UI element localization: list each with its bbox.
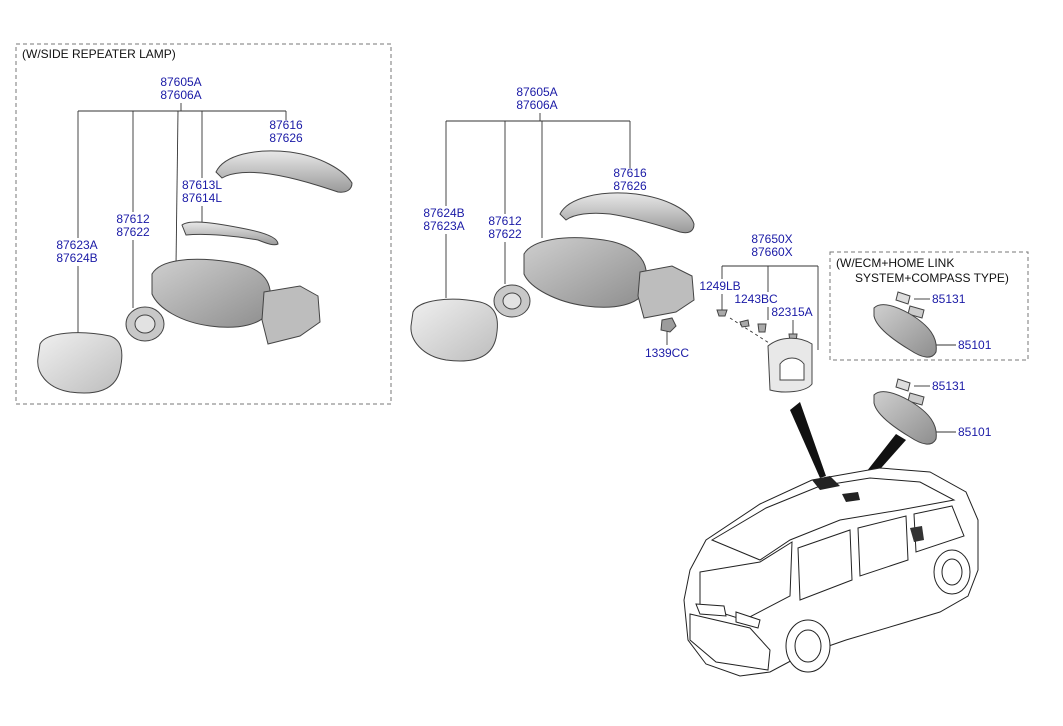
clip-label: 82315A xyxy=(771,305,812,319)
mid-glass-label-2: 87623A xyxy=(423,219,464,233)
ecm-note-line2: SYSTEM+COMPASS TYPE) xyxy=(855,271,1009,285)
left-lamp-label-1: 87613L xyxy=(182,178,222,192)
mid-mirror-glass xyxy=(410,298,498,362)
ecm-box xyxy=(829,251,1029,361)
std-mirror-label: 85101 xyxy=(958,425,992,439)
std-cover-label: 85131 xyxy=(932,379,966,393)
left-actuator-label-1: 87612 xyxy=(116,212,150,226)
left-cover-label-1: 87616 xyxy=(269,118,303,132)
mid-mirror-cover xyxy=(559,192,695,234)
ecm-cover-label: 85131 xyxy=(932,292,966,306)
pointer-to-outside-mirror xyxy=(790,402,826,478)
ecm-mirror xyxy=(873,304,937,358)
left-assy-label-2: 87606A xyxy=(160,88,201,102)
left-leader-lines xyxy=(77,103,287,345)
ecm-mirror-cover xyxy=(895,291,911,305)
left-mirror-cover xyxy=(215,150,353,193)
mid-glass-label-1: 87624B xyxy=(423,206,464,220)
garnish-label-1: 87650X xyxy=(751,232,792,246)
screw-b-label: 1243BC xyxy=(734,292,778,306)
left-cover-label-2: 87626 xyxy=(269,131,303,145)
left-glass-label-2: 87624B xyxy=(56,251,97,265)
left-lamp-label-2: 87614L xyxy=(182,191,222,205)
std-mirror-cover xyxy=(895,378,911,392)
vehicle-illustration xyxy=(683,467,979,677)
ecm-mirror-label: 85101 xyxy=(958,338,992,352)
garnish-label-2: 87660X xyxy=(751,245,792,259)
left-glass-label-1: 87623A xyxy=(56,238,97,252)
std-mirror xyxy=(873,391,937,445)
left-actuator-label-2: 87622 xyxy=(116,225,150,239)
mid-assy-label-2: 87606A xyxy=(516,98,557,112)
mid-mirror-housing xyxy=(523,237,647,308)
mid-cover-label-2: 87626 xyxy=(613,179,647,193)
left-mirror-housing xyxy=(151,258,271,328)
mid-actuator-label-1: 87612 xyxy=(488,214,522,228)
mid-nut-label: 1339CC xyxy=(645,346,689,360)
mid-nut xyxy=(660,317,677,333)
side-repeater-note: (W/SIDE REPEATER LAMP) xyxy=(22,47,176,61)
left-mirror-base xyxy=(261,285,321,345)
left-repeater-lamp xyxy=(181,221,279,246)
screw-a-label: 1249LB xyxy=(699,279,740,293)
mid-assy-label-1: 87605A xyxy=(516,85,557,99)
mid-mirror-base xyxy=(637,265,695,319)
mid-cover-label-1: 87616 xyxy=(613,166,647,180)
left-assy-label-1: 87605A xyxy=(160,75,201,89)
left-mirror-glass xyxy=(37,332,123,394)
mid-leader-lines xyxy=(445,113,668,345)
ecm-note-line1: (W/ECM+HOME LINK xyxy=(836,256,954,270)
side-repeater-box xyxy=(15,43,392,405)
mid-actuator-label-2: 87622 xyxy=(488,227,522,241)
